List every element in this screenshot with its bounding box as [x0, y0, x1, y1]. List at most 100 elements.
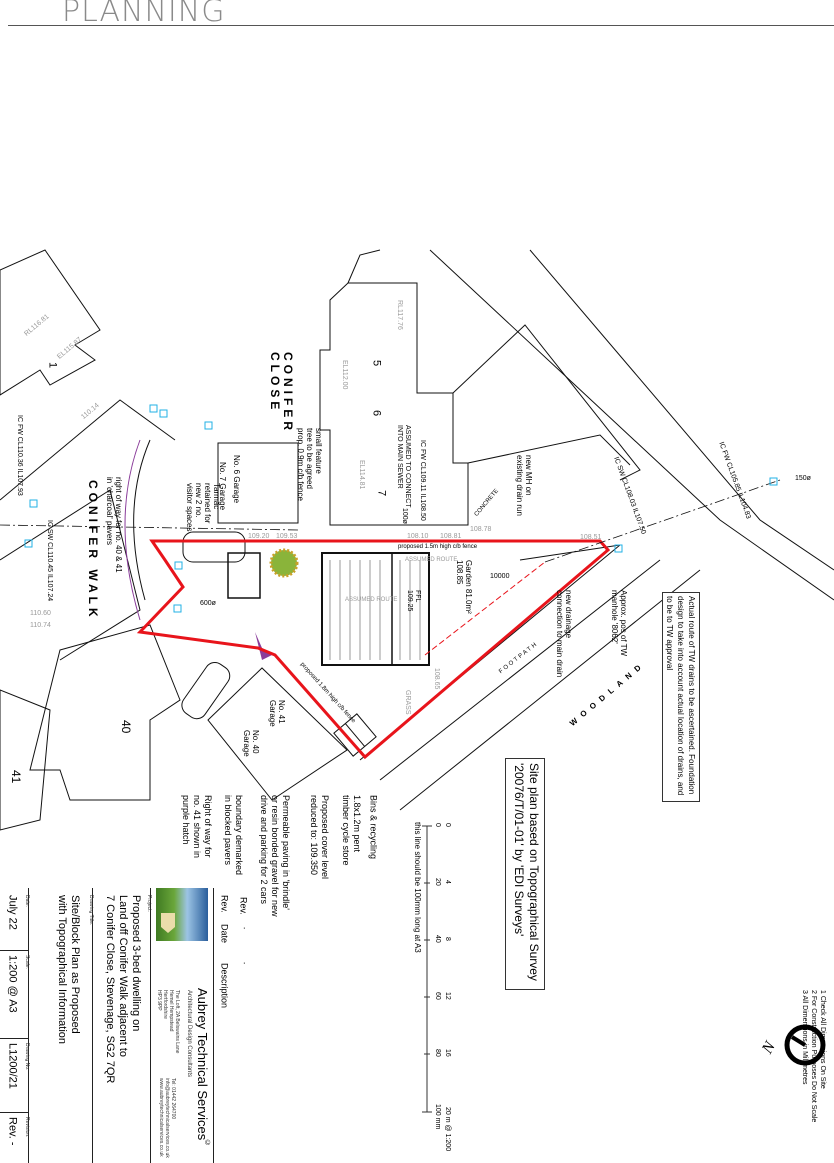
neighbour-boundary-2: [467, 434, 631, 466]
company-name: Aubrey Technical Services©: [194, 988, 212, 1148]
scale-label: Scale:: [23, 955, 30, 969]
label-house-6: 6: [370, 410, 383, 417]
car-top: [182, 531, 246, 563]
house-logo-icon: [161, 913, 175, 933]
header-divider: [8, 25, 834, 26]
scale-bar: [422, 825, 432, 1113]
road-line: [429, 249, 834, 601]
label-level-110-74: 110.74: [30, 622, 51, 629]
label-grass: GRASS: [404, 690, 412, 715]
new-dwelling-outline: [321, 552, 430, 666]
car-bottom: [181, 661, 231, 720]
title-block-divider: [150, 888, 151, 1163]
scale-m-20-with-unit: 20 m @ 1:200: [443, 1107, 451, 1151]
right-of-way-hatch: [124, 439, 141, 621]
scale-m-20: 20: [444, 1107, 452, 1115]
label-level-109-20: 109.20: [248, 533, 270, 540]
house-41-outline: [0, 689, 51, 831]
label-pipe-150: 150ø: [795, 475, 811, 482]
label-level-108-10: 108.10: [407, 533, 429, 540]
plot-boundary-lines: [347, 249, 381, 284]
drawing-no-value: L1200/21: [6, 1043, 19, 1089]
label-level-109-53: 109.53: [276, 533, 298, 540]
north-arrow-icon: [784, 1024, 826, 1066]
house-40-outline: [29, 624, 181, 801]
manhole-markers: [24, 404, 778, 613]
label-manhole-ic-fw-109: IC FW CL109.11 IL108.50: [419, 440, 427, 521]
label-house-7: 7: [375, 490, 388, 497]
label-level-108-78: 108.78: [470, 526, 492, 533]
scale-mm-20: 20: [434, 878, 442, 886]
label-manhole-ic-sw-110: IC SW CL110.45 IL107.24: [46, 520, 54, 602]
scale-mm-80: 80: [434, 1049, 442, 1057]
scale-m-16: 16: [444, 1049, 452, 1057]
survey-note: Site plan based on Topographical Survey'…: [505, 758, 545, 990]
label-conifer-walk: CONIFER WALK: [85, 480, 100, 621]
purple-hatch-41: [255, 632, 272, 660]
scale-mm-unit: mm: [434, 1117, 442, 1130]
label-rl117: RL117.76: [396, 300, 404, 330]
label-el112: EL112.00: [341, 360, 349, 390]
label-level-108-81: 108.81: [440, 533, 462, 540]
label-manhole-ic-fw-110: IC FW CL110.36 IL107.93: [16, 415, 24, 496]
rev-value: -: [240, 927, 248, 930]
scale-m-8: 8: [444, 937, 452, 941]
drawing-no-label: Drawing No:: [23, 1043, 30, 1071]
rev-col-description: Description: [219, 963, 230, 1009]
date-label: Date:: [23, 895, 30, 907]
label-pipe-600: 600ø: [200, 600, 216, 607]
new-drainage-line: [424, 561, 546, 656]
scale-value: 1:200 @ A3: [6, 955, 19, 1013]
label-level-110-60: 110.60: [30, 610, 51, 617]
label-bins: Bins & recycling: [368, 795, 379, 860]
title-block-border: [213, 888, 214, 1163]
label-assumed-route-1: ASSUMED ROUTE: [405, 557, 458, 563]
label-assumed-route-2: ASSUMED ROUTE: [345, 597, 398, 603]
label-house-40: 40: [118, 720, 133, 734]
rev-col-rev: Rev.: [219, 895, 230, 913]
date-value: July 22: [6, 895, 19, 930]
scale-mm-100: 100: [434, 1104, 442, 1116]
tw-drains-note: Actual route of TW drains to be ascertai…: [662, 592, 700, 802]
label-permeable-paving: Permeable paving in 'brindle'or resin bo…: [259, 795, 291, 917]
site-boundary-red-line: [136, 539, 611, 760]
title-block-divider: [92, 888, 93, 1163]
scale-m-12: 12: [444, 992, 452, 1000]
label-pipe-100: 100ø: [401, 508, 409, 524]
scale-mm-100-with-unit: 100 mm: [433, 1104, 441, 1129]
road-line-2: [529, 249, 834, 571]
scale-m-unit: m @ 1:200: [444, 1116, 452, 1152]
conifer-walk-edge: [0, 399, 176, 501]
title-block-divider: [28, 888, 29, 1163]
scale-m-4: 4: [444, 880, 452, 884]
label-fence-top: proposed 1.5m high c/b fence: [398, 544, 478, 550]
label-house-41: 41: [8, 770, 23, 784]
label-level-108-51: 108.51: [580, 534, 602, 541]
label-level-108-65: 108.65: [433, 668, 441, 690]
roof-hatching: [329, 560, 421, 660]
label-no7-garage: No. 7 Garage: [218, 462, 228, 511]
project-label: Project:: [145, 895, 152, 912]
drawing-title-label: Drawing Title:: [87, 895, 94, 926]
garage-block-6-7: [217, 442, 299, 524]
label-dim-10000: 10000: [490, 573, 510, 580]
company-tagline: Architectural Design Consultants: [185, 990, 192, 1078]
conifer-walk-edge-2: [0, 489, 141, 661]
